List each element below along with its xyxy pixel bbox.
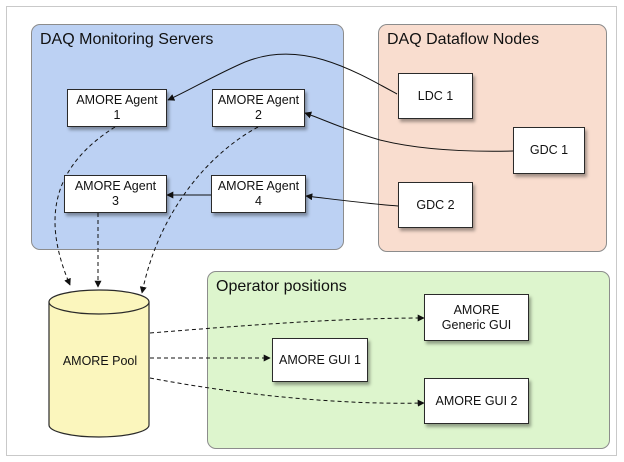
arrow-agent1-to-pool: [54, 126, 116, 286]
amore-gui-1-node: AMORE GUI 1: [272, 338, 368, 382]
amore-agent-4-node: AMORE Agent 4: [211, 175, 306, 213]
amore-agent-1-node: AMORE Agent 1: [67, 89, 167, 127]
ldc-1-node: LDC 1: [398, 73, 473, 119]
arrow-agent2-to-pool: [139, 126, 259, 294]
gdc-1-node: GDC 1: [513, 127, 585, 174]
arrow-gdc1-to-agent2: [304, 111, 514, 152]
arrow-gdc2-to-agent4: [305, 193, 399, 207]
daq-dataflow-nodes-title: DAQ Dataflow Nodes: [387, 31, 540, 48]
amore-agent-2-node: AMORE Agent 2: [212, 89, 305, 127]
daq-monitoring-servers-title: DAQ Monitoring Servers: [40, 31, 214, 48]
arrow-ldc1-to-agent1: [167, 53, 398, 101]
amore-pool-cylinder: [48, 289, 150, 438]
amore-gui-2-node: AMORE GUI 2: [424, 378, 529, 424]
arrow-pool-to-gui2: [149, 377, 425, 407]
arrow-pool-to-generic-gui: [149, 314, 425, 334]
operator-positions-title: Operator positions: [216, 278, 347, 295]
amore-pool-label: AMORE Pool: [62, 354, 138, 368]
amore-generic-gui-node: AMORE Generic GUI: [424, 294, 529, 341]
amore-agent-3-node: AMORE Agent 3: [64, 175, 167, 213]
gdc-2-node: GDC 2: [398, 182, 473, 228]
